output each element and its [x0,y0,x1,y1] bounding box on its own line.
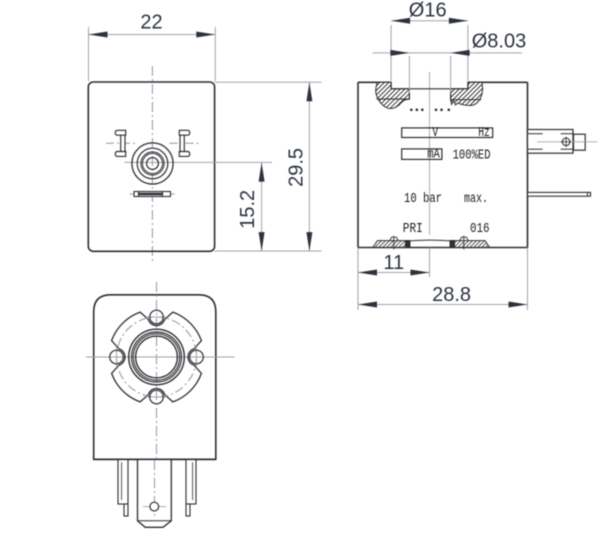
svg-text:mA: mA [427,148,440,163]
svg-text:100%ED: 100%ED [453,148,491,163]
svg-text:28.8: 28.8 [432,284,471,306]
svg-text:PRI: PRI [403,222,423,237]
svg-text:Ø8.03: Ø8.03 [472,31,526,53]
svg-text:max.: max. [464,192,488,207]
svg-text:016: 016 [470,222,490,237]
svg-text:29.5: 29.5 [285,148,307,187]
svg-text:Ø16: Ø16 [409,0,447,21]
svg-text:15.2: 15.2 [237,190,259,229]
svg-text:Hz: Hz [478,126,490,141]
svg-text:11: 11 [383,252,404,274]
svg-text:10 bar: 10 bar [404,192,442,207]
svg-text:V: V [432,126,439,141]
svg-text:22: 22 [140,11,162,33]
